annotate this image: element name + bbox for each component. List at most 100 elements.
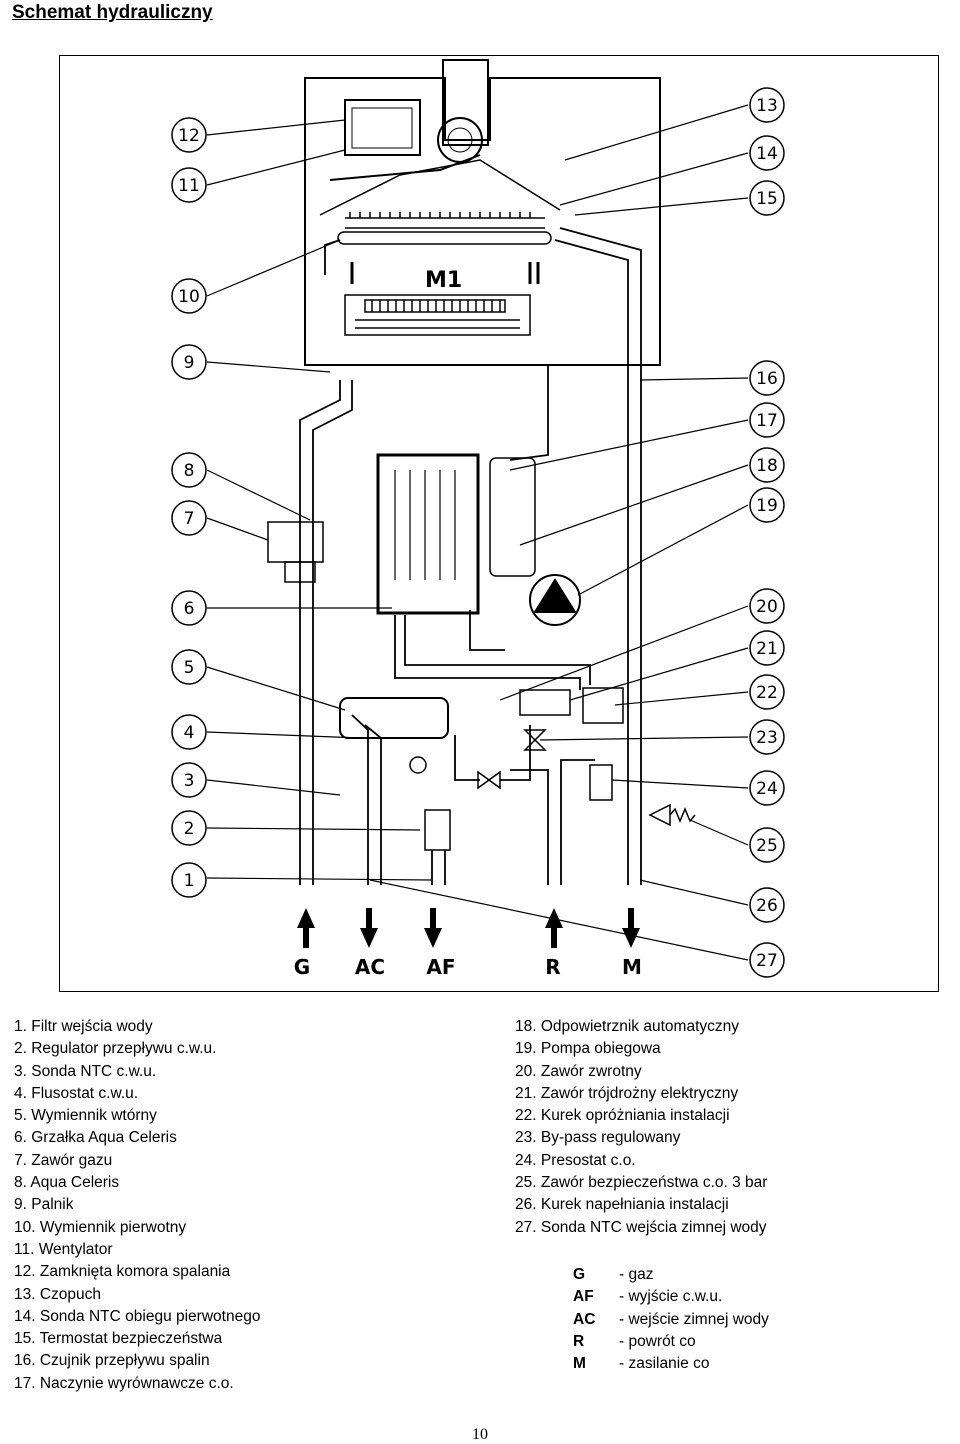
aqua-celeris-tank [376,453,480,615]
bypass-valve [477,770,501,790]
abbr-row: AF - wyjście c.w.u. [573,1286,769,1308]
legend-item: 24. Presostat c.o. [515,1151,636,1169]
abbr-desc: - zasilanie co [619,1355,710,1373]
hydraulic-diagram: M1 [171,59,785,979]
abbr-row: M - zasilanie co [573,1353,769,1375]
legend-right: 18. Odpowietrznik automatyczny 19. Pompa… [515,1016,767,1239]
abbr-code: M [573,1355,586,1373]
legend-item: 9. Palnik [14,1196,74,1214]
abbr-code: G [573,1266,586,1283]
abbr-code: R [573,1332,585,1350]
abbreviation-list: G - gaz AF - wyjście c.w.u. AC - wejście zi… [573,1264,769,1375]
legend-item: 15. Termostat bezpieczeństwa [14,1330,223,1348]
callout-10: 10 [178,287,200,307]
circulation-pump [529,574,581,626]
abbr-row: AC - wejście zimnej wody [573,1309,769,1331]
three-way-valve [519,687,624,724]
legend-item: 21. Zawór trójdrożny elektryczny [515,1084,739,1102]
abbr-desc: - gaz [619,1266,654,1283]
callout-3: 3 [184,771,195,791]
legend-item: 20. Zawór zwrotny [515,1062,642,1080]
legend-item: 3. Sonda NTC c.w.u. [14,1062,157,1080]
pipes [299,227,642,885]
diagram-frame [59,55,939,992]
abbr-row: G - gaz [573,1264,769,1286]
legend-item: 6. Grzałka Aqua Celeris [14,1129,177,1147]
callout-numbers: 1 2 3 4 5 6 7 8 9 10 11 12 13 14 15 16 1… [178,96,778,971]
callout-22: 22 [756,683,778,703]
burner-label: M1 [425,268,462,293]
legend-item: 11. Wentylator [14,1240,113,1258]
legend-item: 22. Kurek opróżniania instalacji [515,1107,730,1125]
abbr-row: R - powrót co [573,1331,769,1353]
legend-item: 13. Czopuch [14,1285,102,1303]
callout-20: 20 [756,597,778,617]
hood [319,159,561,216]
callout-15: 15 [756,189,778,209]
burner [344,294,531,336]
callout-17: 17 [756,411,778,431]
callout-19: 19 [756,496,778,516]
callout-26: 26 [756,896,778,916]
legend-item: 16. Czujnik przepływu spalin [14,1352,210,1370]
legend-item: 1. Filtr wejścia wody [14,1018,153,1035]
callout-8: 8 [184,461,195,481]
legend-item: 2. Regulator przepływu c.w.u. [14,1040,217,1058]
legend-item: 4. Flusostat c.w.u. [14,1084,139,1102]
abbr-code: AC [573,1310,596,1328]
conn-g: G [294,955,310,979]
flow-regulator [424,809,451,851]
conn-r: R [545,955,560,979]
connection-labels: G AC AF R M [294,955,642,979]
callout-27: 27 [756,951,778,971]
legend-item: 26. Kurek napełniania instalacji [515,1196,729,1214]
safety-valve [648,803,696,827]
callout-4: 4 [184,723,195,743]
conn-m: M [622,955,642,979]
fan [329,99,483,181]
legend-item: 8. Aqua Celeris [14,1174,120,1192]
callout-12: 12 [178,126,200,146]
callout-24: 24 [756,779,778,799]
expansion-vessel [489,457,536,577]
callout-21: 21 [756,639,778,659]
abbr-code: AF [573,1288,594,1306]
callout-14: 14 [756,144,778,164]
legend-item: 5. Wymiennik wtórny [14,1107,157,1125]
legend-item: 7. Zawór gazu [14,1151,113,1169]
primary-exchanger [337,212,552,245]
legend-item: 27. Sonda NTC wejścia zimnej wody [515,1218,767,1236]
abbr-desc: - powrót co [619,1332,696,1350]
callout-5: 5 [184,658,195,678]
callout-13: 13 [756,96,778,116]
legend-item: 10. Wymiennik pierwotny [14,1218,187,1236]
legend-item: 17. Naczynie wyrównawcze c.o. [14,1374,234,1392]
page-number: 10 [472,1426,488,1443]
connection-arrows [297,908,640,948]
abbr-desc: - wejście zimnej wody [619,1310,769,1328]
callout-6: 6 [184,599,195,619]
page-title: Schemat hydrauliczny [12,2,213,23]
flue-stack [442,59,489,146]
legend-left: 1. Filtr wejścia wody 2. Regulator przep… [14,1016,260,1395]
pressure-switch [589,764,613,801]
abbr-desc: - wyjście c.w.u. [619,1288,723,1306]
callout-11: 11 [178,176,200,196]
legend-item: 23. By-pass regulowany [515,1129,681,1147]
callout-18: 18 [756,456,778,476]
callout-23: 23 [756,728,778,748]
drain-valve [523,729,547,751]
legend-item: 18. Odpowietrznik automatyczny [515,1018,739,1035]
callout-circles [171,87,785,978]
callout-2: 2 [184,819,195,839]
callout-25: 25 [756,836,778,856]
secondary-exchanger [339,697,449,739]
callout-16: 16 [756,369,778,389]
conn-af: AF [426,955,455,979]
combustion-chamber [304,77,661,366]
callout-9: 9 [184,353,195,373]
legend-item: 12. Zamknięta komora spalania [14,1263,231,1281]
legend-item: 19. Pompa obiegowa [515,1040,661,1058]
legend-item: 14. Sonda NTC obiegu pierwotnego [14,1307,261,1325]
conn-ac: AC [355,955,385,979]
